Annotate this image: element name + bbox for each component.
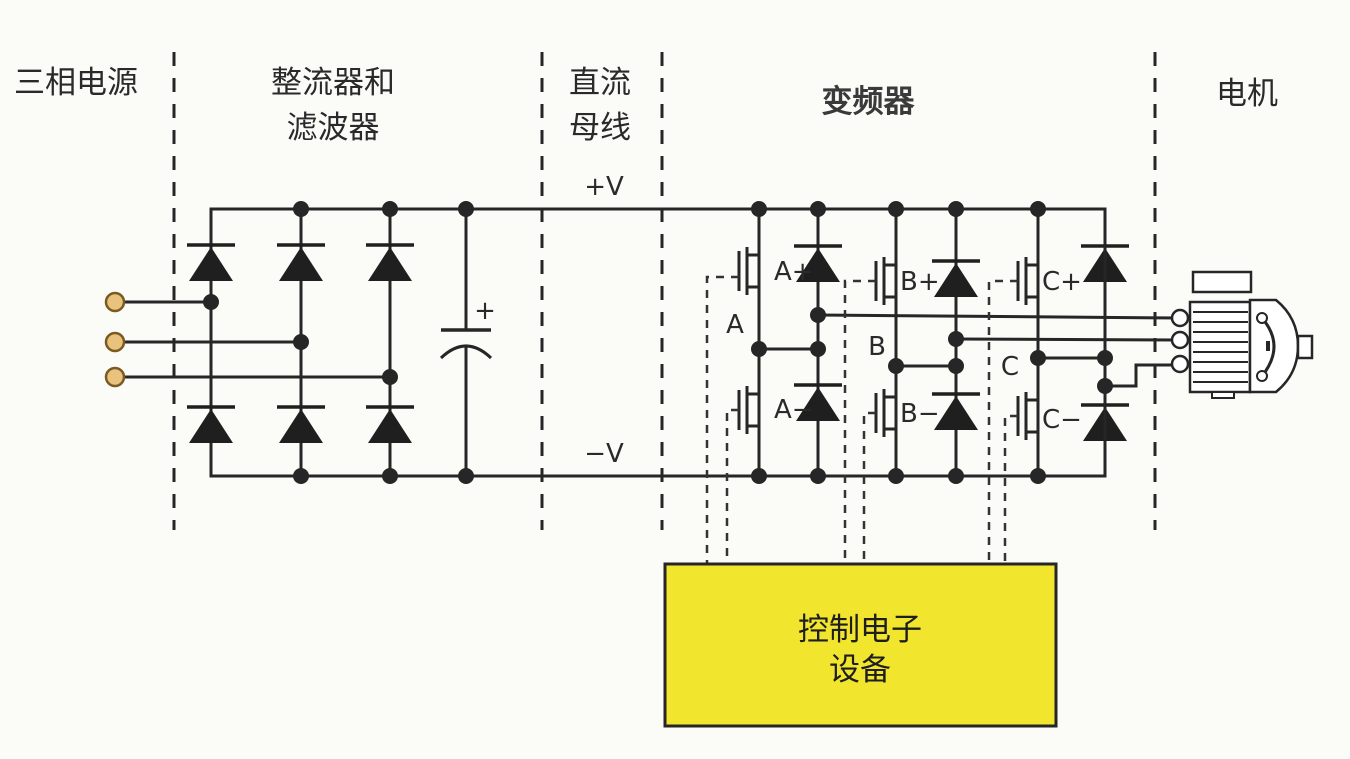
input-terminal-l1 bbox=[104, 291, 126, 313]
header-rectifier-filter-line1: 整流器和 bbox=[271, 65, 395, 101]
switch-c-minus bbox=[1016, 374, 1040, 458]
rectifier-diode-1-lower bbox=[185, 405, 237, 445]
header-dc-bus-line1: 直流 bbox=[569, 65, 631, 101]
switch-label-c-minus: C− bbox=[1042, 405, 1082, 435]
switch-c-plus bbox=[1016, 239, 1040, 323]
rectifier-diode-3-upper bbox=[364, 243, 416, 283]
motor-icon bbox=[1170, 270, 1314, 399]
control-electronics-block: 控制电子 设备 bbox=[663, 562, 1058, 728]
dc-bus: +V −V bbox=[209, 172, 1107, 478]
rectifier-diode-2-upper bbox=[275, 243, 327, 283]
control-label-line1: 控制电子 bbox=[798, 612, 922, 648]
rectifier-diode-3-lower bbox=[364, 405, 416, 445]
control-label-line2: 设备 bbox=[829, 652, 891, 688]
switch-a-minus bbox=[737, 368, 761, 452]
switch-a-plus bbox=[737, 229, 761, 313]
rectifier-diode-1-upper bbox=[185, 243, 237, 283]
switch-label-a-minus: A− bbox=[774, 395, 814, 425]
control-electronics-box bbox=[663, 562, 1058, 728]
three-phase-input bbox=[104, 291, 390, 388]
header-motor: 电机 bbox=[1216, 76, 1278, 112]
switch-label-a-plus: A+ bbox=[774, 257, 814, 287]
input-terminal-l2 bbox=[104, 331, 126, 353]
inverter-leg-c: C+ C− C bbox=[1001, 201, 1131, 484]
gate-signal-lines bbox=[705, 275, 1018, 566]
negative-rail-label: −V bbox=[584, 439, 624, 469]
inverter-leg-a: A+ A− A bbox=[726, 201, 844, 484]
switch-label-b-plus: B+ bbox=[900, 267, 940, 297]
positive-rail-label: +V bbox=[584, 172, 624, 202]
section-headers: 三相电源 整流器和 滤波器 直流 母线 变频器 电机 bbox=[14, 65, 1278, 146]
switch-label-c-plus: C+ bbox=[1042, 267, 1082, 297]
switch-b-minus bbox=[874, 371, 898, 455]
switch-label-b-minus: B− bbox=[900, 399, 940, 429]
motor-feed-wires bbox=[817, 313, 1181, 388]
positive-rail bbox=[209, 207, 1107, 245]
header-power-source: 三相电源 bbox=[14, 65, 138, 101]
header-inverter: 变频器 bbox=[822, 84, 916, 120]
filter-capacitor: + bbox=[439, 201, 496, 484]
header-dc-bus-line2: 母线 bbox=[569, 110, 631, 146]
section-dividers bbox=[172, 52, 1157, 530]
switch-b-plus bbox=[874, 239, 898, 323]
input-terminal-l3 bbox=[104, 366, 126, 388]
rectifier-bridge bbox=[185, 201, 416, 484]
phase-label-a: A bbox=[726, 310, 744, 340]
phase-label-b: B bbox=[868, 332, 886, 362]
negative-rail bbox=[209, 440, 1107, 478]
phase-label-c: C bbox=[1001, 352, 1019, 382]
inverter-leg-b: B+ B− B bbox=[868, 201, 982, 484]
capacitor-polarity-label: + bbox=[474, 296, 496, 326]
rectifier-diode-2-lower bbox=[275, 405, 327, 445]
header-rectifier-filter-line2: 滤波器 bbox=[287, 110, 380, 146]
